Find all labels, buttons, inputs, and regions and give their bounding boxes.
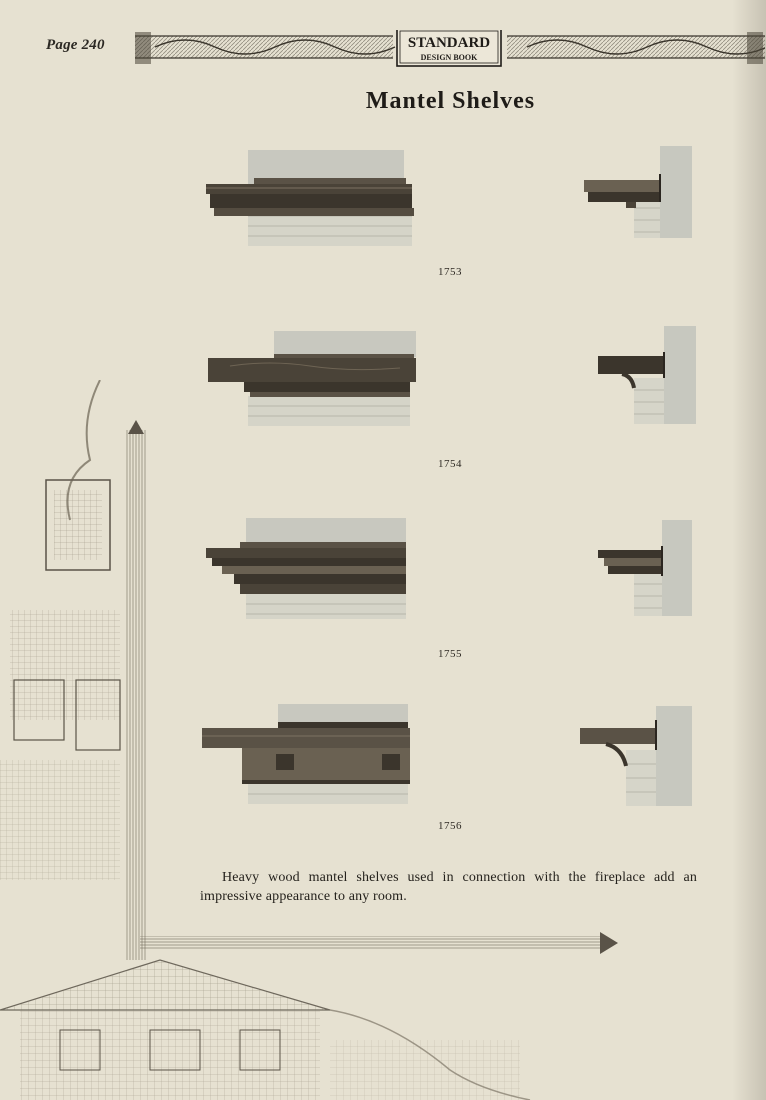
logo-text-bottom: DESIGN BOOK — [421, 53, 478, 62]
description-caption: Heavy wood mantel shelves used in connec… — [200, 870, 697, 904]
bottom-border-engraving — [0, 932, 618, 1100]
shelf-1755-front-illustration — [206, 518, 406, 619]
catalog-number: 1755 — [438, 648, 462, 660]
page-title: Mantel Shelves — [365, 88, 536, 114]
page-edge-shadow — [732, 0, 766, 1100]
page-number: Page 240 — [46, 37, 105, 53]
shelf-1754-section-illustration — [598, 326, 696, 424]
left-border-engraving — [0, 380, 146, 960]
shelf-1755-section-illustration — [598, 520, 692, 616]
shelf-1756-section-illustration — [580, 706, 692, 806]
shelf-1753-front-illustration — [206, 150, 414, 246]
logo-text-top: STANDARD — [408, 35, 490, 51]
catalog-number: 1754 — [438, 458, 462, 470]
catalog-number: 1753 — [438, 266, 462, 278]
header-ornament: STANDARD DESIGN BOOK — [135, 30, 765, 67]
shelf-1753-section-illustration — [584, 146, 692, 238]
catalog-number: 1756 — [438, 820, 462, 832]
shelf-1756-front-illustration — [202, 704, 410, 804]
shelf-1754-front-illustration — [208, 331, 416, 426]
